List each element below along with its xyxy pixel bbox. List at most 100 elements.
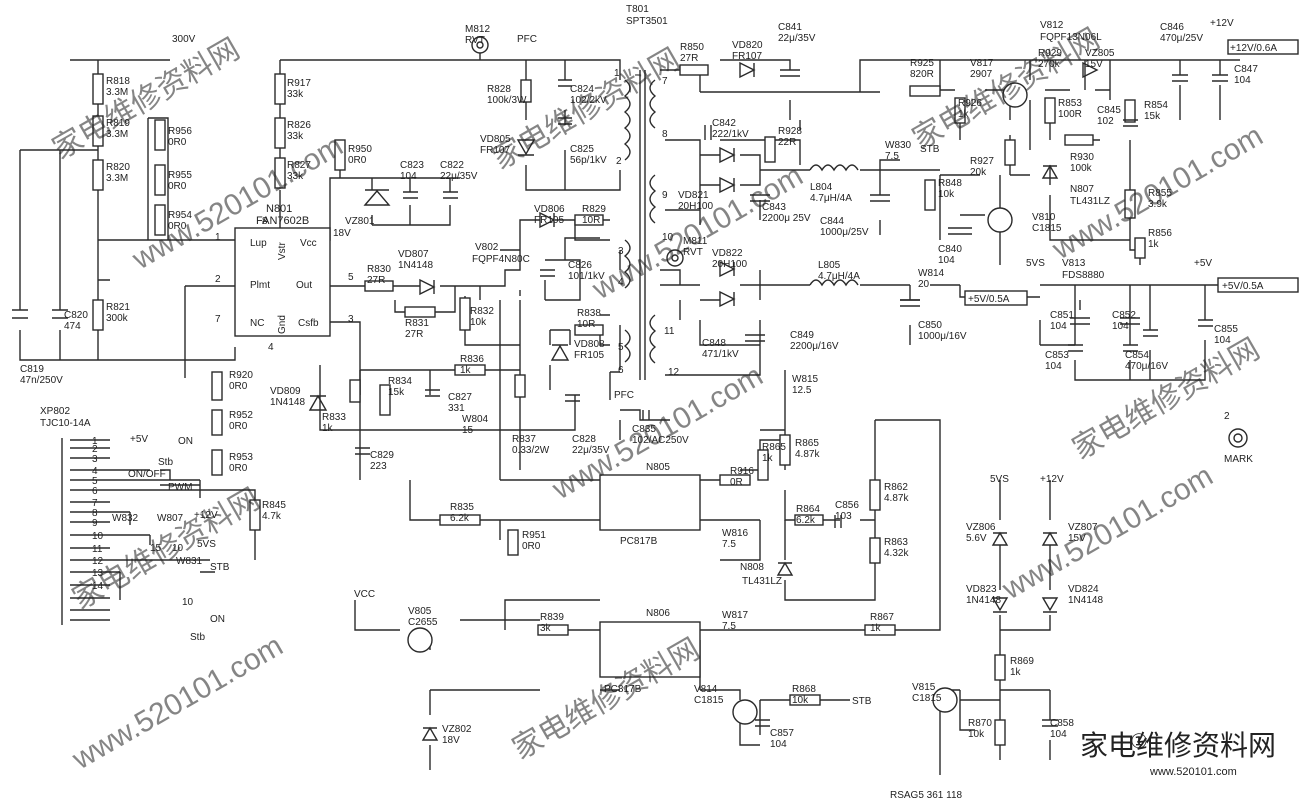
value-n806: PC817B [604, 684, 642, 695]
watermark-url-3: www.520101.com [996, 459, 1218, 606]
connector-pin-10: 10 [92, 531, 104, 542]
ref-r839: R839 [540, 612, 564, 623]
ref-vz805: VZ805 [1085, 48, 1115, 59]
ref-r864: R864 [796, 504, 820, 515]
value-l805: 4.7μH/4A [818, 271, 860, 282]
ref-m811: M811 [683, 236, 708, 247]
transformer-ref: T801 [626, 4, 649, 15]
ref-w817: W817 [722, 610, 749, 621]
value-r855: 3.9k [1148, 199, 1168, 210]
value-r837: 0.33/2W [512, 445, 550, 456]
ref-r862: R862 [884, 482, 908, 493]
ref-r865: R865 [795, 438, 819, 449]
value-c820: 474 [64, 321, 81, 332]
value-r826: 33k [287, 131, 304, 142]
ref-r954: R954 [168, 210, 192, 221]
value-c841: 22μ/35V [778, 33, 816, 44]
value-c826: 101/1kV [568, 271, 605, 282]
value-vz802: 18V [442, 735, 460, 746]
value-r819: 3.3M [106, 129, 128, 140]
ref-r848: R848 [938, 178, 962, 189]
ref-vd806: VD806 [534, 204, 565, 215]
value-r836: 1k [460, 365, 472, 376]
ref-c844: C844 [820, 216, 844, 227]
value-vd808: FR105 [574, 350, 604, 361]
ref-r835: R835 [450, 502, 474, 513]
ref-vd807: VD807 [398, 249, 429, 260]
ic-pin-vstr: Vstr [277, 242, 288, 260]
value-r869: 1k [1010, 667, 1022, 678]
value-r854: 15k [1144, 111, 1161, 122]
value-v812: FQPF13N06L [1040, 32, 1102, 43]
ref-c819: C819 [20, 364, 44, 375]
connector-pin-12: 12 [92, 556, 104, 567]
value-c848: 471/1kV [702, 349, 739, 360]
value-r955: 0R0 [168, 181, 187, 192]
connector-w832: W832 [112, 513, 139, 524]
ref-v812: V812 [1040, 20, 1064, 31]
rail-stb: STB [852, 696, 872, 707]
ref-c822: C822 [440, 160, 464, 171]
svg-text:1: 1 [614, 68, 620, 79]
svg-text:5: 5 [618, 342, 624, 353]
rail-pwm: PWM [168, 482, 192, 493]
value-w817: 7.5 [722, 621, 736, 632]
connector-ref: XP802 [40, 406, 70, 417]
ref-c828: C828 [572, 434, 596, 445]
value-r920: 0R0 [229, 381, 248, 392]
value-c825: 56p/1kV [570, 155, 607, 166]
ref-r827: R827 [287, 160, 311, 171]
ref-c835: C835 [632, 424, 656, 435]
ref-vd809: VD809 [270, 386, 301, 397]
value-r820: 3.3M [106, 173, 128, 184]
connector-pin-3: 3 [92, 454, 98, 465]
connector-w807: W807 [157, 513, 184, 524]
mark-label: MARK [1224, 454, 1253, 465]
value-c842: 222/1kV [712, 129, 749, 140]
value-r821: 300k [106, 313, 129, 324]
ref-c854: C854 [1125, 350, 1149, 361]
ref-r850: R850 [680, 42, 704, 53]
opto-n805-body [599, 474, 701, 531]
value-r927: 20k [970, 167, 987, 178]
ref-r856: R856 [1148, 228, 1172, 239]
ref-c824: C824 [570, 84, 594, 95]
ref-r832: R832 [470, 306, 494, 317]
value-vz807: 15V [1068, 533, 1086, 544]
value-v814: C1815 [694, 695, 724, 706]
ref-vd822: VD822 [712, 248, 743, 259]
svg-text:3: 3 [348, 314, 354, 325]
value-r850: 27R [680, 53, 698, 64]
value-c823: 104 [400, 171, 417, 182]
ic-pin-plmt: Plmt [250, 280, 270, 291]
ref-r838: R838 [577, 308, 601, 319]
output-terminals: +12V/0.6A +5V/0.5A +5V/0.5A +5V 5VS +12V… [964, 18, 1299, 485]
ic-pin-out: Out [296, 280, 312, 291]
value-c840: 104 [938, 255, 955, 266]
ref-r830: R830 [367, 264, 391, 275]
ref-r869: R869 [1010, 656, 1034, 667]
value-c849: 2200μ/16V [790, 341, 839, 352]
ic-pin-nc: NC [250, 318, 264, 329]
value-w816: 7.5 [722, 539, 736, 550]
ref-r929: R929 [1038, 48, 1062, 59]
rail-12v-lower: +12V [1040, 474, 1064, 485]
value-c851: 104 [1050, 321, 1067, 332]
value-vd824: 1N4148 [1068, 595, 1103, 606]
connector-pin-14: 14 [92, 581, 104, 592]
value-r916: 0R [730, 477, 743, 488]
rail-vcc: VCC [354, 589, 375, 600]
value-r926: 1k [958, 109, 970, 120]
ref-vz807: VZ807 [1068, 522, 1098, 533]
ref-r917: R917 [287, 78, 311, 89]
value-c856: 103 [835, 511, 852, 522]
value-r853: 100R [1058, 109, 1082, 120]
ref-c851: C851 [1050, 310, 1074, 321]
connector-pin-13: 13 [92, 568, 104, 579]
svg-text:4: 4 [618, 277, 624, 288]
ref-r831: R831 [405, 318, 429, 329]
ref-c845: C845 [1097, 105, 1121, 116]
connector-pin-6: 6 [92, 486, 98, 497]
